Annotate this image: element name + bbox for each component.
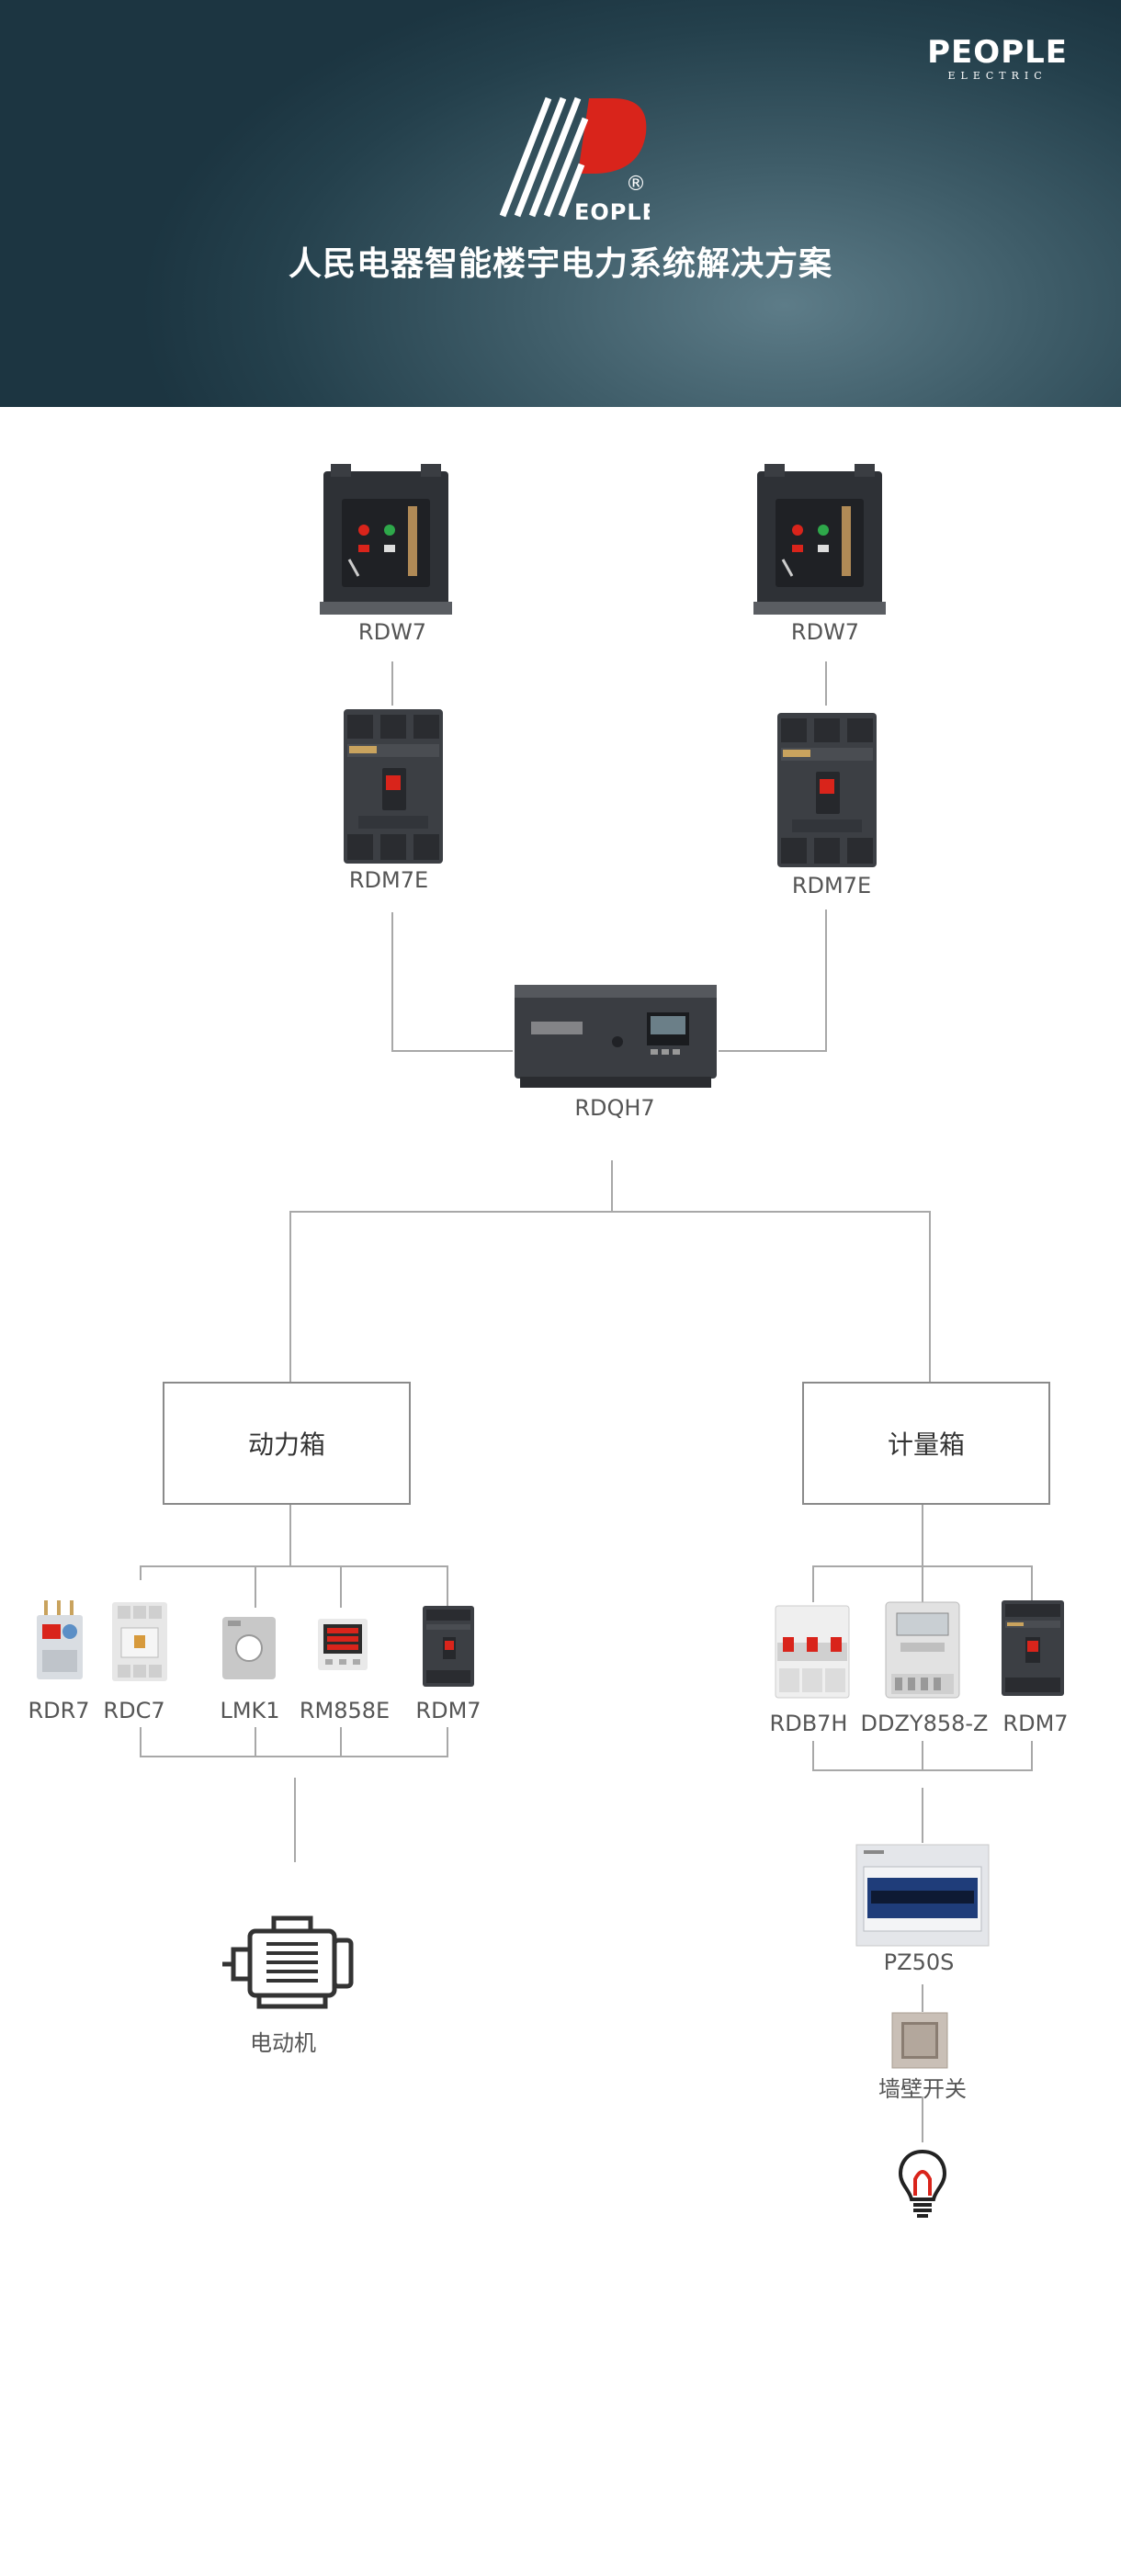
brand-name: PEOPLE bbox=[927, 34, 1068, 71]
device-label-pz50s: PZ50S bbox=[883, 1949, 955, 1975]
connector-line bbox=[289, 1503, 291, 1567]
device-label-lmk1: LMK1 bbox=[220, 1698, 280, 1723]
logo-wordmark: EOPLE bbox=[574, 199, 650, 225]
mccb-breaker-icon bbox=[1002, 1600, 1064, 1696]
registered-mark: ® bbox=[626, 173, 646, 196]
thermal-relay-icon bbox=[37, 1600, 83, 1679]
digital-meter-icon bbox=[318, 1619, 368, 1670]
device-label-rdw7-right: RDW7 bbox=[790, 619, 860, 645]
connector-line bbox=[255, 1727, 256, 1757]
transfer-switch-icon bbox=[515, 985, 717, 1088]
connector-line bbox=[340, 1565, 342, 1608]
brand-logo-top-right: PEOPLE ELECTRIC bbox=[927, 35, 1068, 82]
device-label-rdb7h: RDB7H bbox=[769, 1711, 848, 1736]
device-label-rdr7: RDR7 bbox=[28, 1698, 90, 1723]
connector-line bbox=[140, 1565, 142, 1580]
mcb-breaker-icon bbox=[775, 1605, 850, 1699]
connector-line bbox=[1031, 1741, 1033, 1770]
device-label-rdm7e-right: RDM7E bbox=[791, 873, 872, 898]
connector-line bbox=[294, 1778, 296, 1862]
connector-line bbox=[922, 1741, 923, 1770]
acb-breaker-icon bbox=[320, 464, 452, 615]
connector-line bbox=[812, 1565, 814, 1602]
device-label-rdc7: RDC7 bbox=[103, 1698, 165, 1723]
people-logo-icon: ® EOPLE bbox=[499, 96, 650, 225]
connector-line bbox=[922, 1984, 923, 2012]
current-transformer-icon bbox=[222, 1617, 276, 1679]
connector-line bbox=[812, 1769, 1033, 1771]
connector-line bbox=[922, 1503, 923, 1565]
load-label-motor: 电动机 bbox=[250, 2030, 316, 2056]
connector-line bbox=[1031, 1565, 1033, 1602]
connector-line bbox=[922, 1565, 923, 1602]
connector-line bbox=[825, 661, 827, 706]
connector-line bbox=[140, 1565, 448, 1567]
device-label-wall-switch: 墙壁开关 bbox=[878, 2076, 967, 2102]
connector-line bbox=[922, 2096, 923, 2142]
connector-line bbox=[340, 1727, 342, 1757]
device-label-rm858e: RM858E bbox=[299, 1698, 391, 1723]
connector-line bbox=[140, 1756, 448, 1757]
connector-line bbox=[289, 1211, 291, 1382]
brand-subtitle: ELECTRIC bbox=[947, 70, 1047, 82]
page-title: 人民电器智能楼宇电力系统解决方案 bbox=[288, 245, 832, 283]
electric-motor-icon bbox=[222, 1915, 354, 2009]
device-label-rdm7-meter: RDM7 bbox=[1002, 1711, 1069, 1736]
contactor-icon bbox=[112, 1602, 167, 1681]
connector-line bbox=[825, 910, 827, 1052]
acb-breaker-icon bbox=[753, 464, 886, 615]
meter-box-title: 计量箱 bbox=[887, 1429, 965, 1460]
meter-box-node: 计量箱 bbox=[802, 1382, 1050, 1505]
connector-line bbox=[611, 1160, 613, 1211]
mccb-breaker-icon bbox=[423, 1606, 474, 1687]
device-label-rdm7e-left: RDM7E bbox=[348, 867, 429, 893]
device-label-rdqh7: RDQH7 bbox=[574, 1095, 655, 1121]
connector-line bbox=[391, 661, 393, 706]
connector-line bbox=[255, 1565, 256, 1608]
connector-line bbox=[719, 1050, 827, 1052]
device-label-rdm7-power: RDM7 bbox=[415, 1698, 481, 1723]
connector-line bbox=[447, 1727, 448, 1757]
connector-line bbox=[812, 1741, 814, 1770]
distribution-box-icon bbox=[855, 1844, 990, 1947]
connector-line bbox=[391, 912, 393, 1052]
device-label-ddzy858z: DDZY858-Z bbox=[860, 1711, 989, 1736]
connector-line bbox=[391, 1050, 513, 1052]
connector-line bbox=[140, 1727, 142, 1757]
connector-line bbox=[929, 1211, 931, 1382]
power-box-title: 动力箱 bbox=[247, 1429, 325, 1460]
mccb-breaker-icon bbox=[777, 713, 877, 867]
light-bulb-icon bbox=[898, 2149, 947, 2218]
header-banner: PEOPLE ELECTRIC ® EOPLE 人民电器智能楼宇电力系统解决方案 bbox=[0, 0, 1121, 407]
connector-line bbox=[922, 1788, 923, 1843]
connector-line bbox=[447, 1565, 448, 1608]
mccb-breaker-icon bbox=[344, 709, 443, 864]
power-box-node: 动力箱 bbox=[163, 1382, 411, 1505]
wall-switch-icon bbox=[891, 2012, 948, 2069]
energy-meter-icon bbox=[885, 1601, 960, 1699]
connector-line bbox=[289, 1211, 931, 1213]
device-label-rdw7-left: RDW7 bbox=[357, 619, 427, 645]
